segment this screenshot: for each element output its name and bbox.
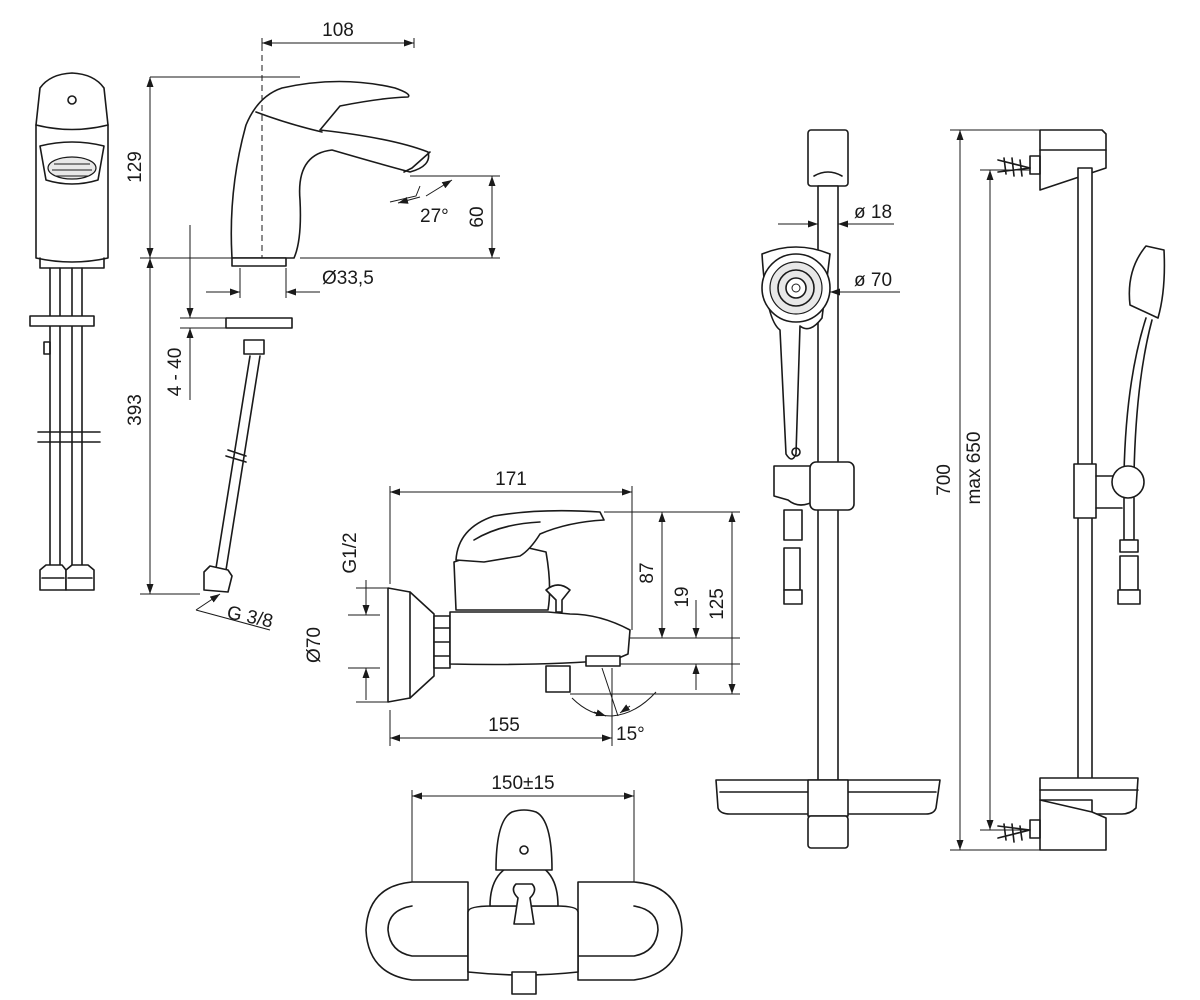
bath-mixer-labels: 171 G1/2 87 19 125 Ø70 155 15° — [304, 469, 728, 745]
bath-mixer-side-view — [387, 509, 631, 703]
bath-mixer-dimensions — [348, 486, 740, 746]
dim-bath-inlet: G1/2 — [340, 532, 361, 573]
basin-mixer-front-view — [29, 72, 109, 591]
dim-bath-height-19: 19 — [672, 586, 693, 607]
dim-bath-height-125: 125 — [707, 588, 728, 620]
dim-bath-spout-angle: 15° — [616, 724, 645, 745]
dim-spout-height: 60 — [467, 206, 488, 227]
dim-basin-width: 108 — [322, 20, 354, 41]
dim-deck-thickness: 4 - 40 — [165, 348, 186, 397]
basin-mixer-dimensions — [140, 38, 500, 631]
shower-rail-front-dimensions: ø 18 ø 70 — [778, 202, 900, 296]
shower-rail-side-view: 700 max 650 — [934, 129, 1166, 851]
bath-mixer-front-view: 150±15 — [365, 773, 683, 995]
shower-rail-front-view — [715, 129, 941, 849]
dim-rail-diameter: ø 18 — [854, 202, 892, 223]
dim-basin-height: 129 — [125, 151, 146, 183]
dim-rail-fixing: max 650 — [964, 432, 985, 505]
dim-bath-width: 171 — [495, 469, 527, 490]
dim-hose-length: 393 — [125, 394, 146, 426]
dim-bath-height-87: 87 — [637, 562, 658, 583]
dim-handshower-diameter: ø 70 — [854, 270, 892, 291]
dim-bath-spout-reach: 155 — [488, 715, 520, 736]
basin-mixer-side-view — [203, 45, 431, 593]
dim-rail-length: 700 — [934, 464, 955, 496]
dim-bath-rosette: Ø70 — [304, 627, 325, 663]
dim-hose-thread: G 3/8 — [225, 602, 275, 632]
dim-base-diameter: Ø33,5 — [322, 268, 374, 289]
dim-bath-centres: 150±15 — [491, 773, 554, 794]
dim-spout-angle: 27° — [420, 206, 449, 227]
